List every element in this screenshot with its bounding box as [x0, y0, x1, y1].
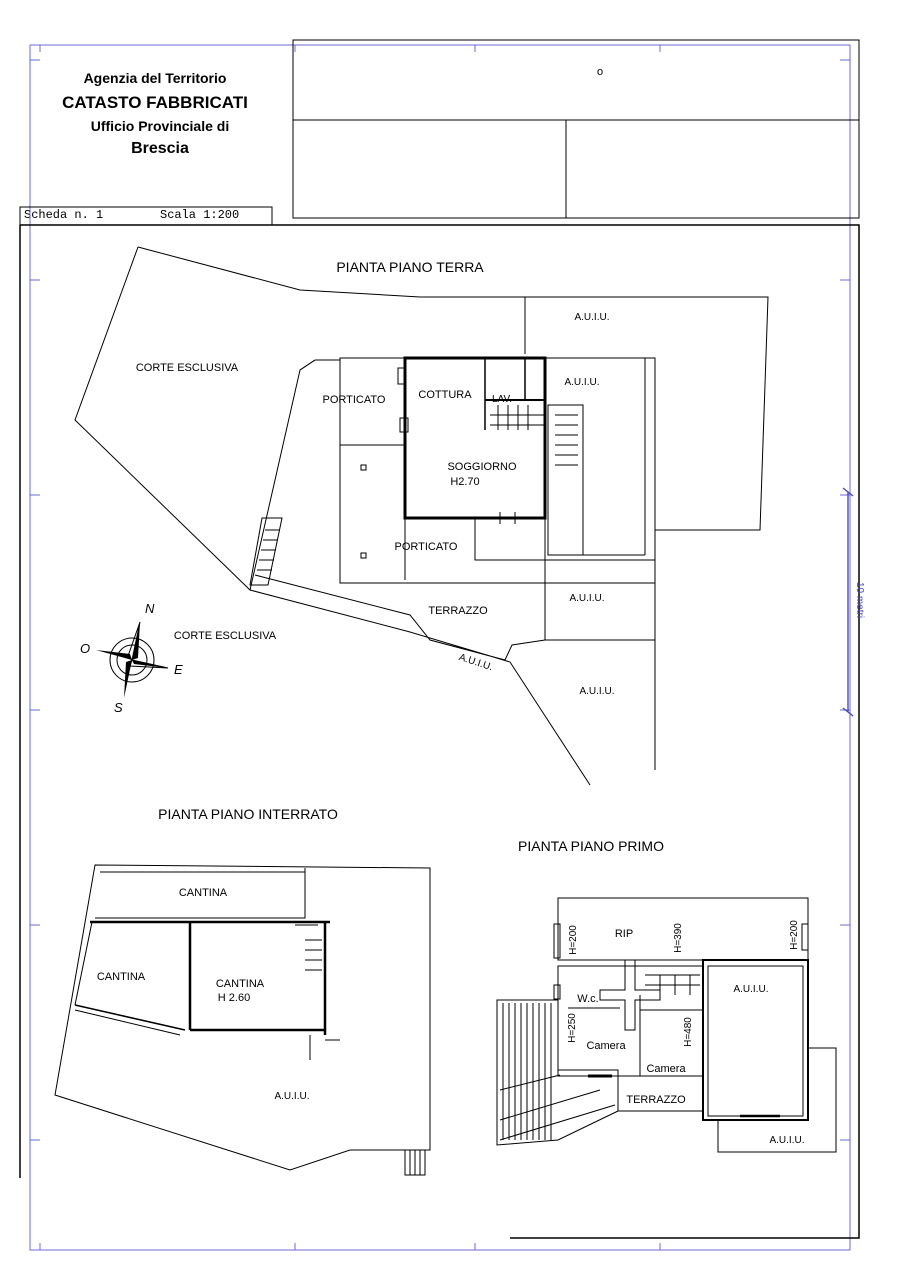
first-floor-auiu-label-2: A.U.I.U. [769, 1135, 804, 1146]
header-boxes [19, 39, 860, 226]
porticato-label-2: PORTICATO [395, 541, 458, 553]
auiu-label-1: A.U.I.U. [574, 312, 609, 323]
first-floor-plan [496, 897, 837, 1153]
porticato-label-1: PORTICATO [323, 394, 386, 406]
h250-label: H=250 [567, 1013, 578, 1043]
first-floor-title: PIANTA PIANO PRIMO [518, 838, 664, 854]
corte-esclusiva-label-2: CORTE ESCLUSIVA [174, 630, 277, 642]
scheda-label: Scheda n. 1 [24, 208, 104, 222]
auiu-label-5: A.U.I.U. [579, 686, 614, 697]
basement-auiu-label: A.U.I.U. [274, 1091, 309, 1102]
camera-label-1: Camera [586, 1040, 626, 1052]
basement-title: PIANTA PIANO INTERRATO [158, 806, 338, 822]
basement-plan [54, 864, 431, 1176]
cantina-label-1: CANTINA [179, 887, 228, 899]
office-label: Ufficio Provinciale di [90, 118, 230, 134]
catasto-title: CATASTO FABBRICATI [62, 93, 248, 112]
first-floor-terrazzo-label: TERRAZZO [626, 1094, 686, 1106]
h480-label: H=480 [683, 1017, 694, 1047]
city-name: Brescia [131, 140, 189, 157]
cottura-label: COTTURA [418, 389, 472, 401]
compass-north: N [145, 601, 155, 616]
corte-esclusiva-label-1: CORTE ESCLUSIVA [136, 362, 239, 374]
soggiorno-height: H2.70 [450, 476, 479, 488]
lav-label: LAV. [492, 394, 512, 405]
drawing-frame [19, 224, 860, 1239]
scale-bar-label: 10 metri [854, 582, 865, 618]
agency-name: Agenzia del Territorio [83, 70, 227, 86]
scala-label: Scala 1:200 [160, 208, 240, 222]
compass-east: E [174, 662, 183, 677]
wc-label: W.c. [577, 993, 598, 1005]
cantina-label-2: CANTINA [97, 971, 146, 983]
blue-frame [29, 44, 851, 1251]
camera-label-2: Camera [646, 1063, 686, 1075]
h200-right-label: H=200 [789, 920, 800, 950]
compass-west: O [80, 641, 90, 656]
cantina-height: H 2.60 [218, 992, 250, 1004]
first-floor-auiu-label-1: A.U.I.U. [733, 984, 768, 995]
ground-floor-plan [74, 246, 769, 786]
compass-south: S [114, 700, 123, 715]
rip-label: RIP [615, 928, 633, 940]
ground-floor-title: PIANTA PIANO TERRA [336, 259, 484, 275]
h200-left-label: H=200 [568, 925, 579, 955]
soggiorno-label: SOGGIORNO [447, 461, 517, 473]
auiu-label-3: A.U.I.U. [569, 593, 604, 604]
scale-bar [842, 487, 854, 717]
header-mark: o [597, 66, 604, 78]
compass-rose [96, 621, 169, 698]
cantina-label-3: CANTINA [216, 978, 265, 990]
auiu-label-2: A.U.I.U. [564, 377, 599, 388]
h390-label: H=390 [673, 923, 684, 953]
terrazzo-label: TERRAZZO [428, 605, 488, 617]
